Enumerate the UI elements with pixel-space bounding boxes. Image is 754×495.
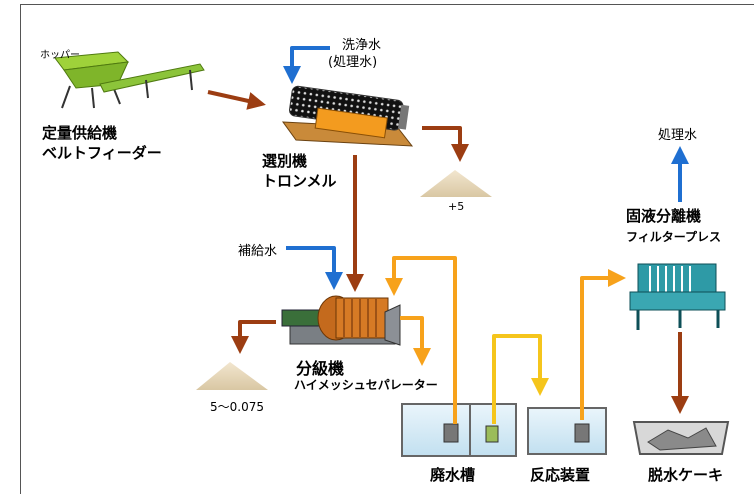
arrow-feeder-to-trommel bbox=[207, 90, 266, 110]
trommel-label-line1: 選別機 bbox=[262, 152, 308, 170]
hopper-label: ホッパー bbox=[40, 50, 80, 61]
separator-label-line1: 分級機 bbox=[296, 359, 345, 378]
flow-arrows bbox=[207, 46, 689, 424]
output-range-label: 5～0.075 bbox=[210, 400, 264, 414]
waste-tank-label: 廃水槽 bbox=[430, 466, 476, 484]
arrow-waste-recycle bbox=[385, 256, 457, 424]
arrow-wash-water bbox=[283, 46, 330, 84]
arrow-trommel-to-separator bbox=[346, 155, 364, 292]
separator-label-line2: ハイメッシュセパレーター bbox=[294, 378, 438, 392]
filter-press-label-line2: フィルタープレス bbox=[626, 230, 722, 244]
diagram-frame bbox=[20, 4, 754, 494]
arrow-makeup-water bbox=[286, 246, 343, 290]
treated-water-label: 処理水 bbox=[658, 128, 698, 143]
filter-press-label-line1: 固液分離機 bbox=[626, 207, 702, 225]
arrow-trommel-to-plus5 bbox=[422, 126, 469, 162]
arrow-separator-to-waste bbox=[400, 316, 431, 366]
filter-press bbox=[629, 263, 726, 330]
arrow-reactor-to-filter bbox=[580, 269, 626, 420]
sand-pile-plus5 bbox=[420, 170, 492, 197]
high-mesh-separator bbox=[281, 295, 401, 346]
trommel-label-line2: トロンメル bbox=[262, 172, 337, 190]
arrow-filter-to-cake bbox=[671, 332, 689, 414]
waste-water-tank bbox=[401, 403, 517, 457]
arrow-waste-to-reactor bbox=[492, 334, 549, 424]
arrow-separator-to-fine bbox=[231, 320, 276, 354]
feeder-label-line2: ベルトフィーダー bbox=[42, 144, 162, 162]
output-plus5-label: +5 bbox=[448, 200, 465, 213]
makeup-water-label: 補給水 bbox=[238, 244, 278, 259]
wash-water-label-line1: 洗浄水 bbox=[342, 38, 382, 53]
dewatered-cake-bin bbox=[632, 421, 730, 455]
reactor-tank bbox=[527, 407, 607, 455]
reactor-label: 反応装置 bbox=[530, 466, 591, 484]
wash-water-label-line2: (処理水) bbox=[328, 55, 378, 70]
sand-pile-fine bbox=[196, 362, 268, 390]
cake-label: 脱水ケーキ bbox=[648, 466, 724, 484]
belt-feeder-hopper bbox=[54, 51, 205, 109]
feeder-label-line1: 定量供給機 bbox=[42, 124, 118, 142]
arrow-filter-treated-water bbox=[671, 146, 689, 202]
trommel-machine bbox=[281, 85, 414, 147]
